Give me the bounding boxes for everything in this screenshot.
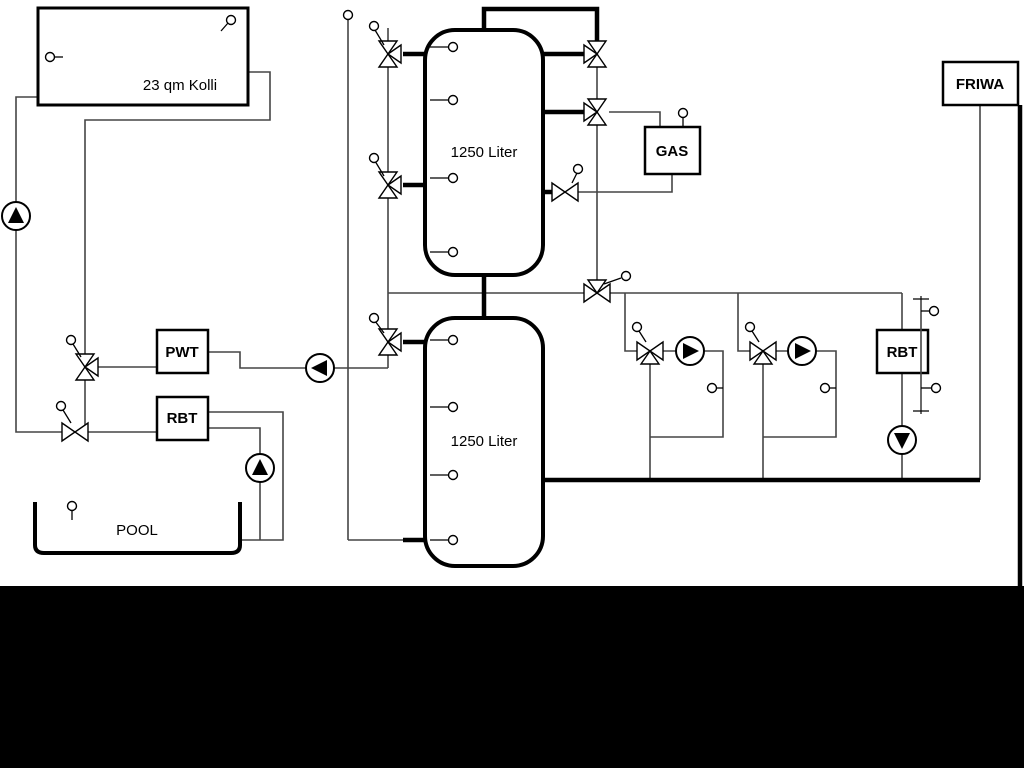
pump-circuit-2 [787,336,817,366]
valve-boiler-flow [583,98,608,126]
sensor-icon [447,172,459,184]
tank-top-outline [423,28,545,277]
pipe [578,174,673,193]
friwa-station: FRIWA [941,60,1020,107]
valve-actuator-icon [744,321,756,333]
tank-bottom-label: 1250 Liter [451,433,518,450]
mixing-valve-circuit-2 [744,321,777,365]
pipe [737,293,837,480]
pump-pool [245,453,275,483]
sensor-icon [447,41,459,53]
sensor-icon [677,107,689,119]
sensor-icon [447,469,459,481]
valve-actuator-icon [65,334,77,346]
sensor-icon [44,51,56,63]
pwt-outline [155,328,210,375]
pump-tank-loading [305,353,335,383]
temperature-sensors [44,9,942,546]
pump-up-icon [8,207,24,223]
solar-collector: 23 qm Kolli [36,6,250,107]
pump-right-icon [683,343,699,359]
heater-ticks [913,298,929,412]
sensor-icon [447,401,459,413]
collector-outline [36,6,250,107]
rbt-right-label: RBT [887,344,918,361]
buffer-tank-bottom: 1250 Liter [423,316,545,568]
sensor-icon [447,94,459,106]
pipe [347,20,403,541]
three-way-valve-tank2 [368,312,402,356]
three-way-valve-solar [65,334,99,381]
pipe-main [481,6,600,42]
valve-actuator-icon [620,270,632,282]
pump-up-icon [252,459,268,475]
pipe [208,351,388,369]
friwa-outline [941,60,1020,107]
valve-actuator-icon [368,312,380,324]
letterbox-bar [0,586,1024,768]
sensor-icon [447,246,459,258]
three-way-valve-tank1-lower [368,152,402,199]
three-way-valve-tank1-upper [368,20,402,68]
gas-outline [643,125,702,176]
valve-actuator-icon [368,152,380,164]
buffer-tank-top: 1250 Liter [423,28,545,277]
mixing-valve-circuit-1 [631,321,664,365]
pipe [609,111,661,127]
pipes-thin [15,20,981,541]
rbt-pool-label: RBT [167,410,198,427]
valve-boiler-return [551,163,584,203]
pump-solar [1,201,31,231]
heater-element [913,296,929,414]
sensor-icon [66,500,78,512]
rbt-pool-exchanger: RBT [155,395,210,442]
pwt-heat-exchanger: PWT [155,328,210,375]
three-way-valve-distribution [583,270,632,304]
pump-down-icon [894,433,910,449]
valve-actuator-icon [631,321,643,333]
pool-label: POOL [116,522,158,539]
sensor-icon [342,9,354,21]
valve-actuator-icon [55,400,67,412]
sensor-icon [706,382,718,394]
tank-top-label: 1250 Liter [451,144,518,161]
sensor-icon [447,334,459,346]
gas-label: GAS [656,143,689,160]
sensor-icon [819,382,831,394]
valve-actuator-icon [368,20,380,32]
pipe [208,427,261,540]
sensor-icon [930,382,942,394]
pump-circuit-1 [675,336,705,366]
pipe [208,411,284,541]
tank-port [403,51,426,543]
rbt-right-outline [875,328,930,375]
gas-boiler: GAS [643,125,702,176]
pool-outline [33,502,242,555]
valve-actuator-icon [572,163,584,175]
pump-rbt-return [887,425,917,455]
pump-left-icon [311,360,327,376]
rbt-right-exchanger: RBT [875,328,930,375]
collector-label: 23 qm Kolli [143,77,217,94]
sensor-icon [928,305,940,317]
pipe [84,71,271,354]
valve-tank1-top-right [583,40,608,68]
sensor-icon [447,534,459,546]
pump-right-icon [795,343,811,359]
pwt-label: PWT [165,344,198,361]
pipe [624,293,724,480]
pipe [388,292,903,330]
friwa-label: FRIWA [956,76,1004,93]
sensor-icon [225,14,237,26]
pipe [15,96,157,433]
pool-basin: POOL [33,502,242,555]
tank-bottom-outline [423,316,545,568]
valve-pool-circuit [55,400,89,443]
rbt-pool-outline [155,395,210,442]
